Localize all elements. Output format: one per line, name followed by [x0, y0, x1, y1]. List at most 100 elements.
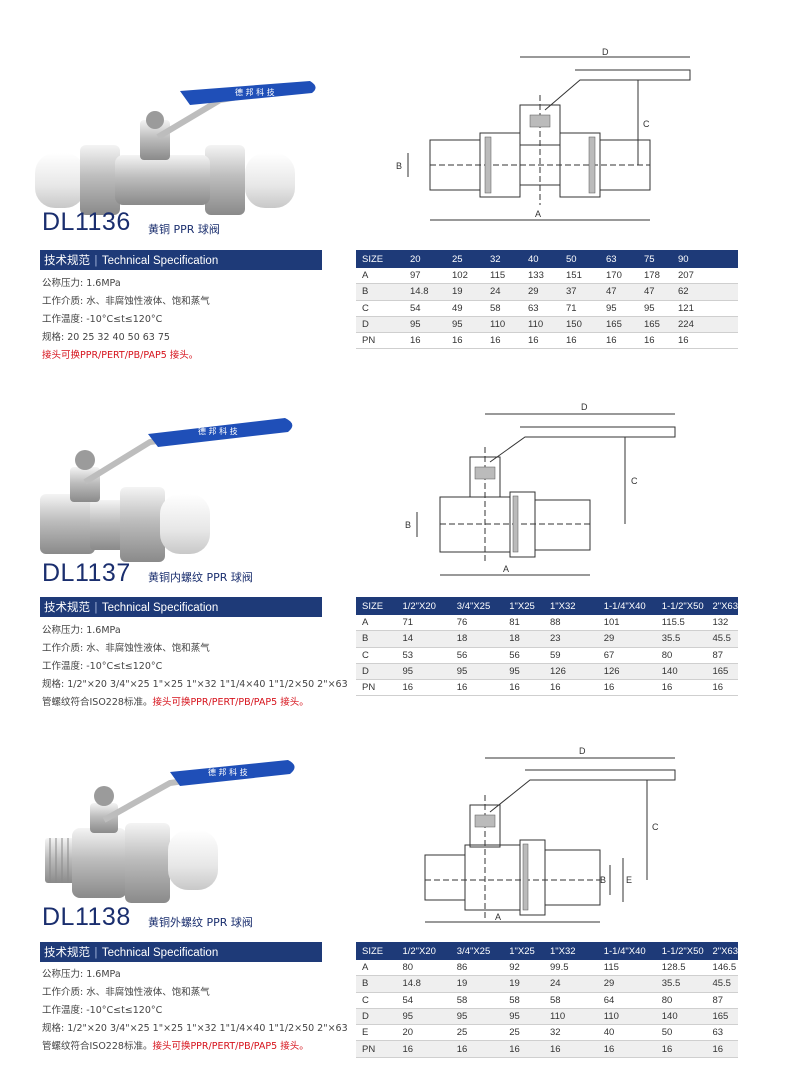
- table-cell: A: [356, 268, 410, 285]
- separator: |: [94, 253, 98, 267]
- size-header: SIZE: [356, 250, 410, 268]
- spec-note-prefix: 管螺纹符合ISO228标准。: [42, 1041, 153, 1052]
- table-cell: 16: [490, 332, 528, 350]
- size-header: 90: [678, 250, 738, 268]
- table-cell: 58: [490, 300, 528, 317]
- table-cell: 207: [678, 268, 738, 285]
- size-header: 2"X63: [712, 942, 738, 960]
- technical-drawing: D C B E A: [424, 746, 676, 923]
- table-cell: 178: [644, 268, 678, 285]
- table-cell: 97: [410, 268, 452, 285]
- size-header: 1/2"X20: [402, 597, 457, 615]
- size-header: SIZE: [356, 597, 403, 615]
- model-subtitle: 黄铜外螺纹 PPR 球阀: [148, 916, 253, 929]
- table-cell: 86: [456, 960, 510, 977]
- table-cell: 40: [603, 1024, 662, 1042]
- dim-label-a: A: [503, 564, 509, 574]
- spec-list: 公称压力: 1.6MPa 工作介质: 水、非腐蚀性液体、饱和蒸气 工作温度: -…: [42, 622, 348, 712]
- table-cell: 110: [528, 316, 566, 334]
- table-cell: 165: [712, 1008, 738, 1026]
- table-cell: 16: [603, 1040, 662, 1058]
- dim-label-a: A: [535, 209, 541, 219]
- handle-text: 德 邦 科 技: [208, 767, 248, 777]
- table-cell: 35.5: [661, 630, 713, 648]
- table-cell: 95: [509, 663, 550, 681]
- size-header: 50: [566, 250, 606, 268]
- table-cell: 115.5: [661, 615, 713, 632]
- size-header: 1"X25: [509, 597, 550, 615]
- spec-line: 工作温度: -10°C≤t≤120°C: [42, 661, 163, 672]
- spec-note-red: 接头可换PPR/PERT/PB/PAP5 接头。: [42, 350, 199, 361]
- spec-header-en: Technical Specification: [101, 602, 219, 614]
- table-cell: 62: [678, 283, 738, 301]
- spec-line: 工作温度: -10°C≤t≤120°C: [42, 1005, 163, 1016]
- table-cell: 133: [528, 268, 566, 285]
- dim-label-b: B: [600, 875, 606, 885]
- size-header: 63: [606, 250, 644, 268]
- dim-label-d: D: [579, 746, 586, 756]
- table-cell: 95: [456, 663, 510, 681]
- table-cell: D: [356, 316, 410, 334]
- spec-line: 规格: 1/2"×20 3/4"×25 1"×25 1"×32 1"1/4×40…: [42, 1023, 348, 1034]
- table-cell: 132: [712, 615, 738, 632]
- table-cell: 49: [452, 300, 490, 317]
- spec-header-en: Technical Specification: [101, 255, 219, 267]
- table-cell: 16: [661, 1040, 713, 1058]
- dim-label-c: C: [643, 119, 650, 129]
- table-cell: 19: [452, 283, 490, 301]
- table-cell: 16: [603, 679, 662, 697]
- model-number: DL1137: [42, 559, 131, 587]
- table-cell: 140: [661, 1008, 713, 1026]
- table-cell: 14.8: [402, 975, 457, 993]
- size-table: SIZE 1/2"X20 3/4"X25 1"X25 1"X32 1-1/4"X…: [356, 942, 738, 1058]
- size-header: 25: [452, 250, 490, 268]
- table-cell: E: [356, 1024, 403, 1042]
- table-cell: 45.5: [712, 975, 738, 993]
- table-cell: 32: [550, 1024, 604, 1042]
- handle-text: 德 邦 科 技: [235, 87, 275, 97]
- table-cell: 146.5: [712, 960, 738, 977]
- model-subtitle: 黄铜 PPR 球阀: [148, 223, 220, 236]
- table-cell: 110: [603, 1008, 662, 1026]
- table-cell: PN: [356, 1040, 403, 1058]
- table-cell: 54: [410, 300, 452, 317]
- size-header: 1"X25: [509, 942, 550, 960]
- table-cell: 50: [661, 1024, 713, 1042]
- table-cell: 47: [606, 283, 644, 301]
- spec-line: 工作介质: 水、非腐蚀性液体、饱和蒸气: [42, 643, 210, 654]
- table-cell: B: [356, 975, 403, 993]
- size-header: 1"X32: [550, 942, 604, 960]
- dim-label-c: C: [631, 476, 638, 486]
- size-header: 1/2"X20: [402, 942, 457, 960]
- handle-text: 德 邦 科 技: [198, 426, 238, 436]
- table-cell: 16: [528, 332, 566, 350]
- table-cell: 29: [603, 975, 662, 993]
- spec-note: 管螺纹符合ISO228标准。接头可换PPR/PERT/PB/PAP5 接头。: [42, 1038, 348, 1056]
- model-number: DL1138: [42, 903, 131, 931]
- valve-photo: 德 邦 科 技: [40, 418, 293, 562]
- dim-label-a: A: [495, 912, 501, 922]
- table-cell: 71: [402, 615, 457, 632]
- table-cell: 110: [550, 1008, 604, 1026]
- size-header: 2"X63: [712, 597, 738, 615]
- table-cell: 92: [509, 960, 550, 977]
- table-cell: 29: [528, 283, 566, 301]
- product-dl1137: 德 邦 科 技 D C B A DL1137 黄铜内螺纹 PPR 球阀 技术规范…: [40, 402, 738, 712]
- valve-photo: 德 邦 科 技: [45, 760, 295, 903]
- table-cell: 165: [644, 316, 678, 334]
- table-cell: 165: [606, 316, 644, 334]
- spec-header-en: Technical Specification: [101, 947, 219, 959]
- table-cell: 24: [490, 283, 528, 301]
- size-header: 3/4"X25: [456, 942, 510, 960]
- table-cell: B: [356, 283, 410, 301]
- size-header: 1-1/4"X40: [603, 942, 662, 960]
- model-number: DL1136: [42, 208, 131, 236]
- table-cell: PN: [356, 332, 410, 350]
